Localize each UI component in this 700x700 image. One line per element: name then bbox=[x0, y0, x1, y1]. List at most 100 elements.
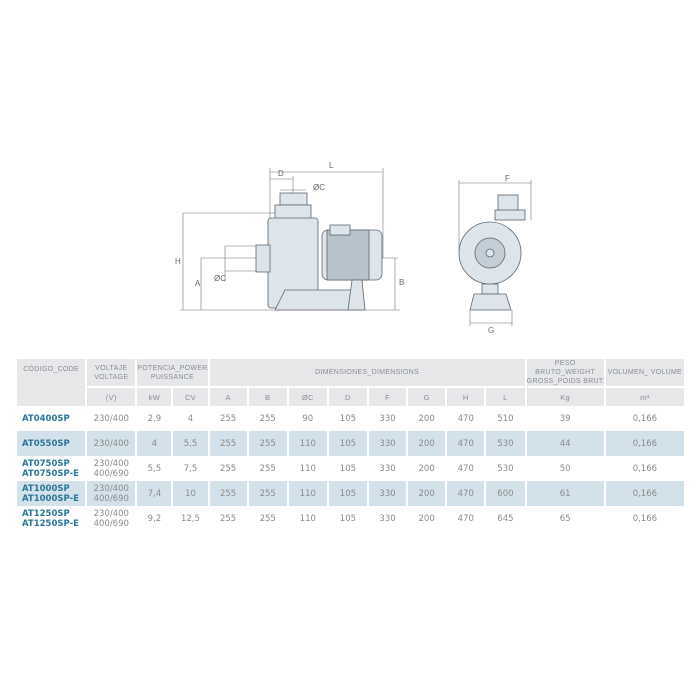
cell-cv: 12,5 bbox=[181, 513, 200, 524]
dim-label-b: B bbox=[399, 278, 404, 287]
cell-d: 105 bbox=[328, 431, 367, 456]
cell-h: 470 bbox=[457, 513, 474, 524]
cell-cv: 5,5 bbox=[173, 431, 208, 456]
subheader-kw: kW bbox=[137, 386, 172, 406]
subheader-f: F bbox=[368, 386, 407, 406]
cell-f: 330 bbox=[379, 463, 396, 474]
cell-a: 255 bbox=[219, 513, 237, 524]
cell-b: 255 bbox=[248, 481, 287, 506]
subheader-m3: m³ bbox=[605, 386, 684, 406]
cell-f: 330 bbox=[379, 513, 396, 524]
voltage-secondary: 400/690 bbox=[93, 493, 129, 504]
cell-kg: 44 bbox=[526, 431, 604, 456]
model-code-primary: AT1000SP bbox=[22, 483, 70, 494]
cell-g: 200 bbox=[418, 413, 435, 424]
model-code-secondary: AT1250SP-E bbox=[22, 518, 79, 529]
cell-m3: 0,166 bbox=[605, 431, 684, 456]
cell-c: 110 bbox=[299, 463, 316, 474]
cell-d: 105 bbox=[339, 513, 357, 524]
cell-f: 330 bbox=[379, 413, 396, 424]
dim-label-g: G bbox=[488, 326, 494, 335]
pump-dimension-drawing: L D ØC H A ØC B F G bbox=[175, 161, 532, 335]
subheader-a: A bbox=[209, 386, 247, 406]
cell-l: 530 bbox=[497, 463, 514, 474]
dim-label-c: ØC bbox=[313, 183, 325, 192]
cell-m3: 0,166 bbox=[632, 413, 658, 424]
header-dimensions: DIMENSIONES_DIMENSIONS bbox=[209, 359, 525, 386]
cell-d: 105 bbox=[328, 481, 367, 506]
cell-a: 255 bbox=[219, 413, 237, 424]
cell-c: 90 bbox=[302, 413, 314, 424]
model-code-primary: AT0400SP bbox=[22, 413, 70, 424]
cell-m3: 0,166 bbox=[632, 513, 658, 524]
subheader-h: H bbox=[447, 386, 485, 406]
cell-d: 105 bbox=[339, 463, 357, 474]
voltage-primary: 230/400 bbox=[93, 438, 129, 449]
header-code: CÓDIGO_CODE bbox=[17, 359, 86, 406]
cell-cv: 7,5 bbox=[183, 463, 198, 474]
cell-kw: 2,9 bbox=[147, 413, 162, 424]
model-code-primary: AT0750SP bbox=[22, 458, 70, 469]
header-weight: PESO BRUTO_WEIGHT GROSS_POIDS BRUT bbox=[526, 359, 604, 386]
cell-h: 470 bbox=[457, 463, 474, 474]
model-code-secondary: AT0750SP-E bbox=[22, 468, 79, 479]
cell-b: 255 bbox=[259, 513, 276, 524]
voltage-cell: 230/400 bbox=[87, 406, 135, 431]
subheader-l: L bbox=[486, 386, 525, 406]
subheader-c: ØC bbox=[288, 386, 327, 406]
cell-cv: 10 bbox=[173, 481, 208, 506]
voltage-primary: 230/400 bbox=[93, 508, 129, 519]
voltage-secondary: 400/690 bbox=[93, 468, 129, 479]
cell-c: 110 bbox=[288, 431, 327, 456]
cell-b: 255 bbox=[259, 413, 276, 424]
cell-kw: 4 bbox=[137, 431, 172, 456]
cell-l: 510 bbox=[497, 413, 514, 424]
subheader-kg: Kg bbox=[526, 386, 604, 406]
cell-kw: 7,4 bbox=[137, 481, 172, 506]
pump-front-view bbox=[458, 194, 526, 311]
model-code-secondary: AT1000SP-E bbox=[22, 493, 79, 504]
subheader-g: G bbox=[408, 386, 446, 406]
cell-a: 255 bbox=[209, 481, 247, 506]
cell-d: 105 bbox=[339, 413, 357, 424]
model-code: AT0400SP bbox=[17, 406, 85, 431]
dim-label-f: F bbox=[505, 174, 510, 183]
cell-a: 255 bbox=[209, 431, 247, 456]
specifications-table: CÓDIGO_CODE VOLTAJE VOLTAGE POTENCIA_POW… bbox=[15, 359, 686, 531]
voltage-primary: 230/400 bbox=[93, 483, 129, 494]
subheader-voltage: (V) bbox=[87, 386, 136, 406]
cell-f: 330 bbox=[368, 481, 407, 506]
pump-side-view bbox=[255, 192, 383, 311]
cell-g: 200 bbox=[418, 513, 435, 524]
cell-kw: 9,2 bbox=[147, 513, 162, 524]
dim-label-a: A bbox=[195, 279, 201, 288]
subheader-b: B bbox=[248, 386, 287, 406]
voltage-primary: 230/400 bbox=[93, 458, 129, 469]
dimension-lines bbox=[180, 168, 532, 326]
dim-label-l: L bbox=[329, 161, 334, 170]
cell-g: 200 bbox=[408, 431, 446, 456]
cell-kw: 5,5 bbox=[147, 463, 162, 474]
cell-kg: 39 bbox=[559, 413, 571, 424]
cell-g: 200 bbox=[408, 481, 446, 506]
cell-c: 110 bbox=[299, 513, 316, 524]
cell-m3: 0,166 bbox=[605, 481, 684, 506]
cell-b: 255 bbox=[259, 463, 276, 474]
voltage-primary: 230/400 bbox=[93, 413, 129, 424]
header-voltage: VOLTAJE VOLTAGE bbox=[87, 359, 136, 386]
cell-m3: 0,166 bbox=[632, 463, 658, 474]
cell-l: 645 bbox=[497, 513, 514, 524]
model-code: AT0550SP bbox=[17, 431, 86, 456]
cell-h: 470 bbox=[447, 431, 485, 456]
header-power: POTENCIA_POWER PUISSANCE bbox=[137, 359, 208, 386]
dim-label-d: D bbox=[278, 169, 284, 178]
